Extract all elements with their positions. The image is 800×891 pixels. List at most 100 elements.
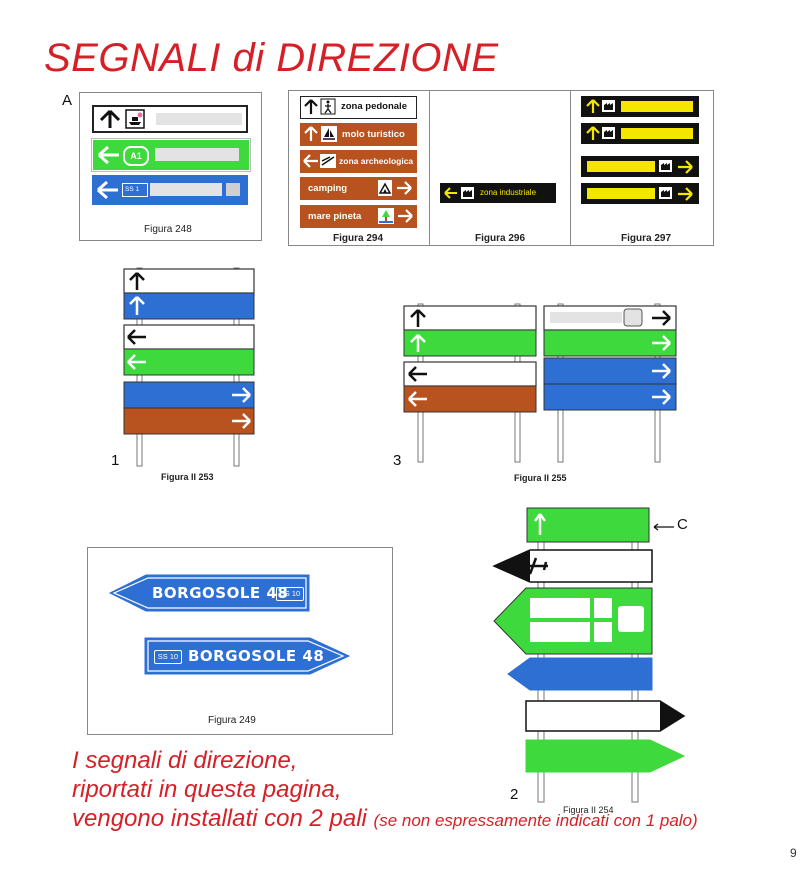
ss10-badge-left: SS 10	[276, 587, 304, 601]
green-motorway-sign: A1	[91, 138, 251, 172]
blue-panel	[123, 292, 255, 320]
marker-2: 2	[510, 786, 519, 803]
divider	[570, 91, 571, 245]
marker-c: C	[677, 516, 688, 533]
marker-3: 3	[393, 452, 402, 469]
figure-297-caption: Figura 297	[621, 233, 672, 244]
figure-294-caption: Figura 294	[333, 233, 384, 244]
placeholder-square	[623, 308, 643, 327]
sailboat-icon	[321, 126, 337, 142]
placeholder-bar	[156, 113, 242, 125]
arrow-left-icon	[98, 145, 119, 165]
marker-1: 1	[111, 452, 120, 469]
bottom-line-1: I segnali di direzione,	[72, 747, 298, 774]
airplane-icon	[520, 557, 548, 575]
white-panel	[403, 305, 537, 331]
page-number: 9	[790, 846, 797, 860]
divider	[429, 91, 430, 245]
yellow-bar	[621, 101, 693, 112]
zona-archeologica-sign: zona archeologica	[300, 150, 417, 173]
figure-296-caption: Figura 296	[475, 233, 526, 244]
arrow-up-icon	[533, 513, 547, 535]
camping-label: camping	[308, 183, 348, 194]
figure-253-sign-group	[123, 267, 255, 467]
zona-pedonale-label: zona pedonale	[341, 101, 407, 112]
figure-253-caption: Figura II 253	[161, 472, 214, 482]
page-title: SEGNALI di DIREZIONE	[44, 36, 499, 80]
arrow-right-icon	[678, 160, 693, 174]
camping-sign: camping	[300, 177, 417, 200]
industrial-sign-left-2	[581, 123, 699, 144]
arrow-left-icon	[127, 354, 146, 370]
pine-beach-icon	[378, 208, 394, 224]
bottom-caption: I segnali di direzione, riportati in que…	[72, 746, 698, 835]
placeholder-bar	[550, 312, 622, 323]
placeholder-bar	[155, 148, 239, 161]
figure-254-sign-group	[492, 507, 686, 803]
figure-255-left-sign-group	[403, 303, 537, 463]
placeholder-box	[594, 598, 612, 618]
arrow-left-icon	[444, 187, 457, 199]
placeholder-box	[530, 622, 590, 642]
figure-254-caption: Figura II 254	[563, 805, 614, 815]
arrow-left-icon	[127, 329, 146, 345]
factory-icon	[659, 187, 672, 199]
borgosole-right-sign	[144, 637, 351, 675]
arrow-left-icon	[408, 366, 427, 382]
zona-industriale-sign: zona industriale	[440, 183, 556, 203]
arrow-right-icon	[232, 413, 251, 429]
yellow-bar	[621, 128, 693, 139]
ss-number: 1	[135, 186, 140, 193]
bottom-note: (se non espressamente indicati con 1 pal…	[373, 811, 698, 830]
bottom-line-2: riportati in questa pagina,	[72, 776, 342, 803]
arrow-up-icon	[410, 309, 426, 327]
factory-icon	[461, 187, 474, 199]
placeholder-bar	[150, 183, 222, 196]
arrow-right-icon	[678, 187, 693, 201]
pedestrian-icon	[320, 98, 336, 115]
arrow-up-icon	[586, 126, 600, 140]
bottom-line-3-main: vengono installati con 2 pali	[72, 805, 367, 832]
ss-label: SS	[125, 186, 134, 193]
archaeology-icon	[320, 154, 336, 168]
factory-icon	[602, 127, 615, 139]
tent-icon	[378, 180, 392, 196]
marker-a: A	[62, 92, 73, 109]
bottom-line-3: vengono installati con 2 pali (se non es…	[72, 804, 698, 835]
arrow-up-icon	[129, 296, 145, 315]
figure-249-panel: BORGOSOLE 48 SS 10 SS 10 BORGOSOLE 48 Fi…	[87, 547, 393, 735]
arrow-left-icon	[97, 180, 118, 200]
arrow-up-icon	[304, 99, 318, 114]
borgosole-right-label: BORGOSOLE 48	[188, 647, 325, 665]
arrow-up-icon	[586, 99, 600, 113]
arrow-right-icon	[652, 310, 671, 326]
arrow-up-icon	[304, 126, 318, 141]
arrow-up-icon	[410, 334, 426, 352]
arrow-left-icon	[303, 154, 318, 168]
arrow-right-icon	[232, 387, 251, 403]
ss10-badge-right: SS 10	[154, 650, 182, 664]
placeholder-box	[530, 598, 590, 618]
placeholder-square	[226, 183, 240, 196]
figures-294-296-297-panel: zona pedonale molo turistico zona archeo…	[288, 90, 714, 246]
white-panel	[123, 268, 255, 294]
arrow-right-icon	[652, 389, 671, 405]
arrow-left-icon	[408, 391, 427, 407]
green-panel	[403, 329, 537, 357]
yellow-bar	[587, 161, 655, 172]
zona-pedonale-sign: zona pedonale	[300, 96, 417, 119]
ferry-icon	[125, 109, 145, 129]
industrial-sign-left-1	[581, 96, 699, 117]
figure-248-panel: A1 SS 1 Figura 248	[79, 92, 262, 241]
factory-icon	[659, 160, 672, 172]
arrow-right-icon	[652, 363, 671, 379]
ss-badge: SS 1	[122, 183, 148, 197]
arrow-right-icon	[397, 181, 412, 195]
mare-pineta-label: mare pineta	[308, 211, 362, 222]
mare-pineta-sign: mare pineta	[300, 205, 417, 228]
zona-industriale-label: zona industriale	[480, 188, 537, 197]
borgosole-left-sign	[108, 574, 310, 612]
figure-248-caption: Figura 248	[144, 224, 192, 235]
arrow-up-icon	[129, 272, 145, 290]
figure-255-right-sign-group	[543, 303, 677, 463]
